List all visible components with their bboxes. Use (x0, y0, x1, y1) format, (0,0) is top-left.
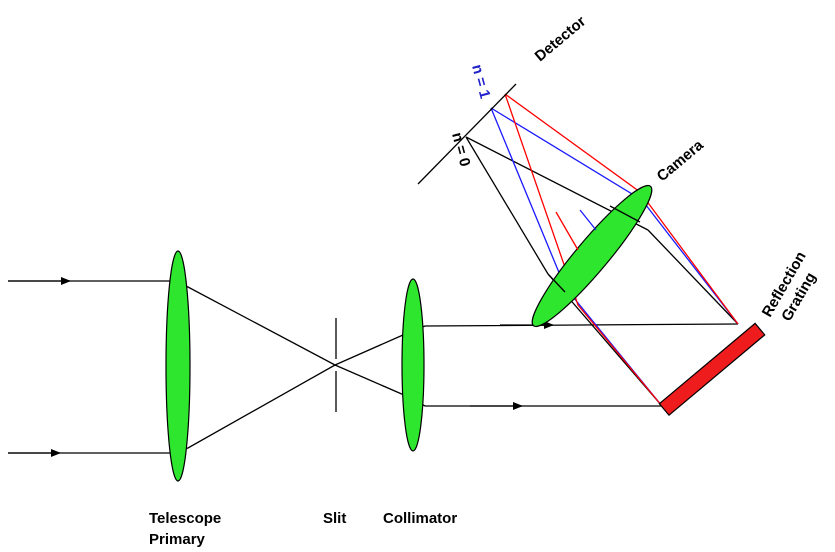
telescope-label-line1: Telescope (149, 510, 221, 527)
collimated-ray-upper (402, 323, 739, 336)
red-ray-through-camera (555, 211, 579, 251)
camera-lens (531, 184, 653, 328)
collimator-label: Collimator (383, 510, 457, 527)
ray-primary-to-collimator-upper (169, 280, 404, 366)
zero-order-ray-upper-a (647, 229, 739, 325)
zero-order-ray-lower-b (465, 136, 549, 275)
detector-plane (417, 83, 517, 185)
red-ray-lower (504, 93, 663, 407)
slit-label: Slit (323, 510, 346, 527)
collimator-lens (401, 278, 425, 452)
grating-label: Reflection Grating (759, 245, 829, 329)
black-ray-through-camera-2 (609, 205, 641, 223)
ray-primary-to-collimator-lower (169, 364, 405, 454)
order-one-label: n = 1 (468, 63, 493, 101)
detector-label: Detector (532, 13, 590, 65)
black-ray-through-camera (547, 273, 566, 293)
camera-label: Camera (654, 136, 708, 185)
blue-ray-through-camera (579, 209, 597, 231)
telescope-primary-label: Telescope Primary (149, 510, 225, 548)
telescope-label-line2: Primary (149, 531, 206, 548)
telescope-primary-lens (165, 250, 191, 482)
collimated-ray-lower (403, 394, 662, 407)
rays-over-camera (547, 205, 641, 293)
reflection-grating (658, 322, 766, 417)
